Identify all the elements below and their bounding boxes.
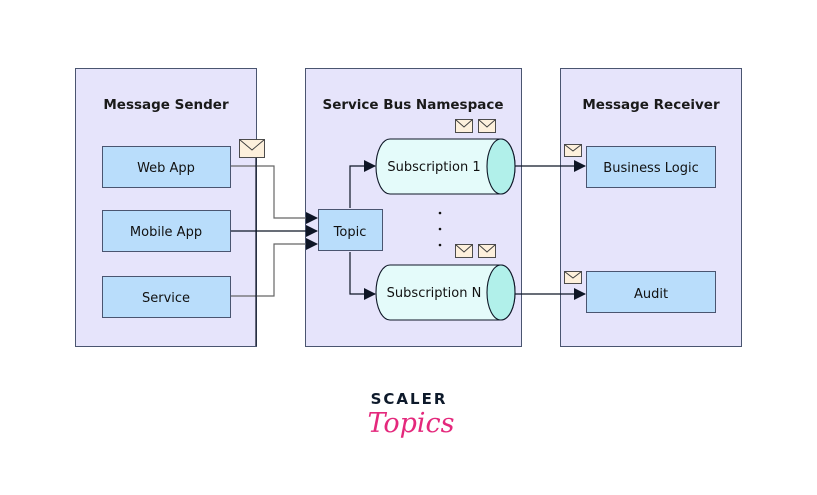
envelope-icon — [478, 244, 496, 258]
panel-title-receiver: Message Receiver — [582, 97, 720, 113]
logo-topics-text: Topics — [367, 408, 454, 439]
node-web-app[interactable]: Web App — [102, 146, 231, 188]
envelope-icon — [478, 119, 496, 133]
node-service[interactable]: Service — [102, 276, 231, 318]
node-label: Service — [142, 291, 190, 306]
node-subscription-n[interactable]: Subscription N — [375, 264, 516, 321]
node-topic[interactable]: Topic — [318, 209, 383, 251]
ellipsis-more-subscriptions — [438, 211, 442, 247]
edge-service-topic — [231, 238, 318, 297]
scaler-topics-logo: SCALER Topics — [367, 390, 454, 439]
node-business-logic[interactable]: Business Logic — [586, 146, 716, 188]
envelope-icon — [239, 139, 265, 158]
envelope-icon — [564, 271, 582, 284]
envelope-icon — [455, 119, 473, 133]
node-label: Mobile App — [130, 225, 202, 240]
edge-topic-subscription-n — [349, 252, 376, 300]
node-label: Business Logic — [603, 161, 698, 176]
node-audit[interactable]: Audit — [586, 271, 716, 313]
node-label: Subscription 1 — [387, 160, 480, 175]
node-label: Audit — [634, 287, 668, 302]
node-label: Subscription N — [387, 286, 482, 301]
node-label: Web App — [137, 161, 195, 176]
node-subscription-1[interactable]: Subscription 1 — [375, 138, 516, 195]
panel-title-namespace: Service Bus Namespace — [322, 97, 503, 113]
panel-title-sender: Message Sender — [103, 97, 229, 113]
edge-webapp-topic — [231, 165, 318, 224]
edge-topic-subscription-1 — [349, 160, 376, 208]
node-label: Topic — [333, 225, 367, 240]
envelope-icon — [455, 244, 473, 258]
node-mobile-app[interactable]: Mobile App — [102, 210, 231, 252]
logo-scaler-text: SCALER — [371, 390, 448, 408]
envelope-icon — [564, 144, 582, 157]
